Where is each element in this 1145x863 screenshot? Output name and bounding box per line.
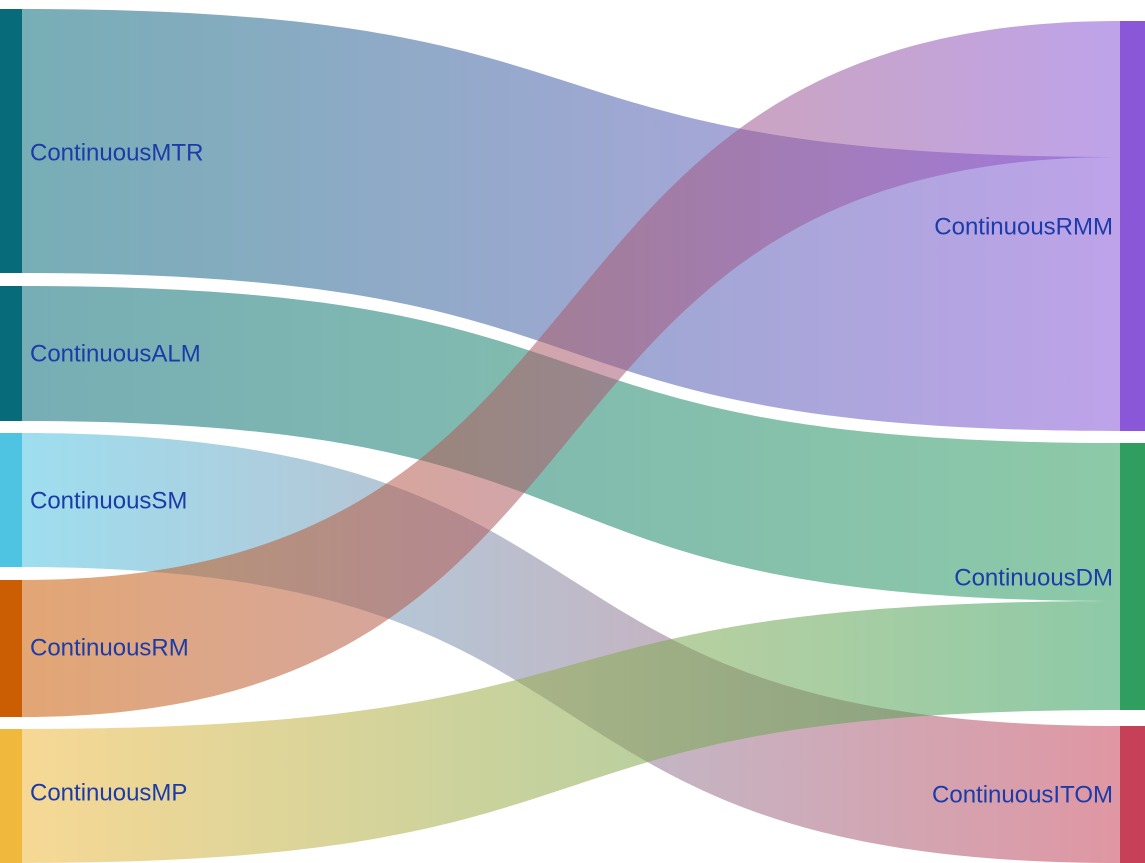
node-continuousrmm[interactable]: [1120, 21, 1145, 431]
link-continuousmp-continuousdm[interactable]: [22, 601, 1120, 863]
node-continuousdm[interactable]: [1120, 443, 1145, 710]
node-label-continuousalm: ContinuousALM: [30, 341, 201, 368]
link-continuousalm-continuousdm[interactable]: [22, 286, 1120, 601]
node-continuousitom[interactable]: [1120, 726, 1145, 863]
node-label-continuousdm: ContinuousDM: [954, 565, 1113, 592]
node-label-continuousrm: ContinuousRM: [30, 635, 189, 662]
node-continuousrm[interactable]: [0, 580, 22, 717]
node-continuousmtr[interactable]: [0, 9, 22, 273]
node-label-continuousmp: ContinuousMP: [30, 780, 187, 807]
node-label-continuousmtr: ContinuousMTR: [30, 140, 203, 167]
node-continuoussm[interactable]: [0, 433, 22, 567]
node-label-continuousitom: ContinuousITOM: [932, 782, 1113, 809]
node-label-continuoussm: ContinuousSM: [30, 488, 187, 515]
node-continuousmp[interactable]: [0, 729, 22, 863]
link-continuousmtr-continuousrmm[interactable]: [22, 9, 1120, 431]
node-label-continuousrmm: ContinuousRMM: [934, 214, 1113, 241]
link-continuousrm-continuousrmm[interactable]: [22, 21, 1120, 717]
node-continuousalm[interactable]: [0, 286, 22, 421]
